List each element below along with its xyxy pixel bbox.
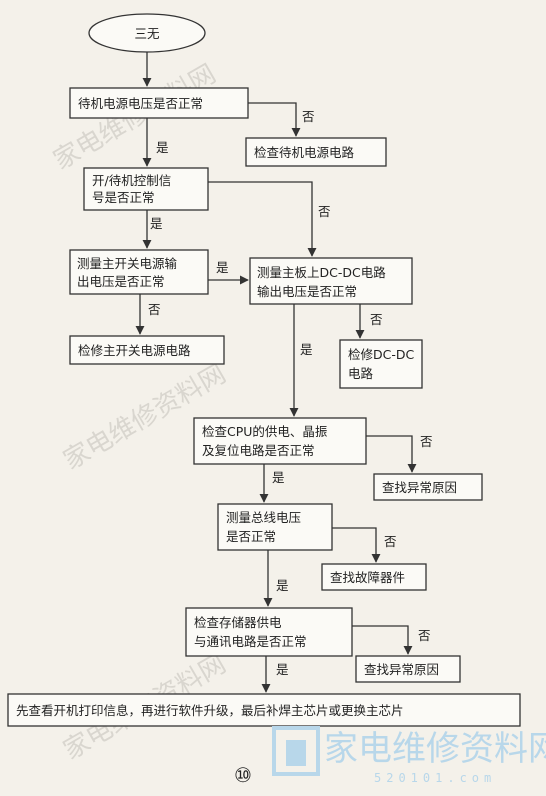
main-psu-check-text-2: 出电压是否正常 — [77, 274, 165, 289]
repair-dcdc-text-2: 电路 — [348, 366, 374, 381]
cpu-check-text-2: 及复位电路是否正常 — [202, 443, 315, 458]
main-psu-check-box — [69, 249, 209, 295]
figure-number: ⑩ — [234, 763, 252, 787]
find-fault-2-box — [355, 655, 461, 683]
bus-check-box — [217, 503, 333, 551]
repair-main-psu-box — [69, 335, 225, 365]
find-fault-1-box — [373, 473, 483, 501]
label-yes-dcdc: 是 — [300, 342, 313, 357]
memory-check-text-2: 与通讯电路是否正常 — [194, 634, 307, 649]
standby-check-text: 待机电源电压是否正常 — [78, 96, 203, 111]
label-yes-standby: 是 — [156, 140, 169, 155]
onoff-check-text-1: 开/待机控制信 — [92, 173, 171, 188]
site-logo-icon-inner — [286, 740, 306, 766]
label-no-dcdc: 否 — [370, 312, 383, 327]
find-faulty-part-text: 查找故障器件 — [330, 570, 405, 585]
start-label: 三无 — [134, 26, 159, 41]
arrow-cpu-no — [366, 435, 417, 473]
bus-check-text-2: 是否正常 — [226, 529, 276, 544]
label-no-memory: 否 — [418, 628, 431, 643]
site-logo: 家电维修资料网 520101.com — [272, 726, 546, 785]
find-fault-2-text: 查找异常原因 — [364, 662, 439, 677]
arrow-bus-no — [332, 527, 381, 563]
bus-check-text-1: 测量总线电压 — [226, 510, 301, 525]
label-yes-psu: 是 — [216, 260, 229, 275]
label-yes-memory: 是 — [276, 662, 289, 677]
find-fault-1-text: 查找异常原因 — [382, 480, 457, 495]
standby-check-box — [69, 87, 249, 119]
label-no-standby: 否 — [302, 109, 315, 124]
label-yes-cpu: 是 — [272, 470, 285, 485]
arrow-standby-no — [248, 102, 301, 137]
final-step-box — [7, 693, 521, 727]
cpu-check-box — [193, 417, 367, 465]
dcdc-check-text-1: 测量主板上DC-DC电路 — [257, 265, 386, 280]
label-no-psu: 否 — [148, 302, 161, 317]
repair-main-psu-text: 检修主开关电源电路 — [78, 343, 191, 358]
label-no-cpu: 否 — [420, 434, 433, 449]
main-psu-check-text-1: 测量主开关电源输 — [77, 256, 178, 271]
site-logo-text: 家电维修资料网 — [324, 729, 546, 769]
dcdc-check-text-2: 输出电压是否正常 — [257, 284, 357, 299]
site-logo-url: 520101.com — [374, 771, 496, 785]
repair-dcdc-text-1: 检修DC-DC — [348, 347, 414, 362]
onoff-check-text-2: 号是否正常 — [92, 190, 155, 205]
repair-standby-text: 检查待机电源电路 — [254, 145, 355, 160]
memory-check-text-1: 检查存储器供电 — [194, 615, 282, 630]
memory-check-box — [185, 607, 353, 657]
find-faulty-part-box — [321, 563, 427, 591]
arrow-onoff-no — [208, 181, 317, 257]
label-yes-bus: 是 — [276, 578, 289, 593]
label-no-onoff: 否 — [318, 204, 331, 219]
final-step-text: 先查看开机打印信息，再进行软件升级，最后补焊主芯片或更换主芯片 — [16, 703, 404, 718]
watermark: 家电维修资料网 家电维修资料网 家电维修资料网 — [49, 59, 232, 766]
repair-dcdc-box — [339, 339, 423, 389]
label-yes-onoff: 是 — [150, 216, 163, 231]
onoff-check-box — [83, 167, 209, 211]
connectors — [135, 52, 417, 693]
arrow-memory-no — [352, 625, 413, 655]
label-no-bus: 否 — [384, 534, 397, 549]
dcdc-check-box — [249, 257, 413, 305]
repair-standby-box — [245, 137, 387, 167]
cpu-check-text-1: 检查CPU的供电、晶振 — [202, 424, 328, 439]
site-logo-icon — [272, 726, 320, 776]
